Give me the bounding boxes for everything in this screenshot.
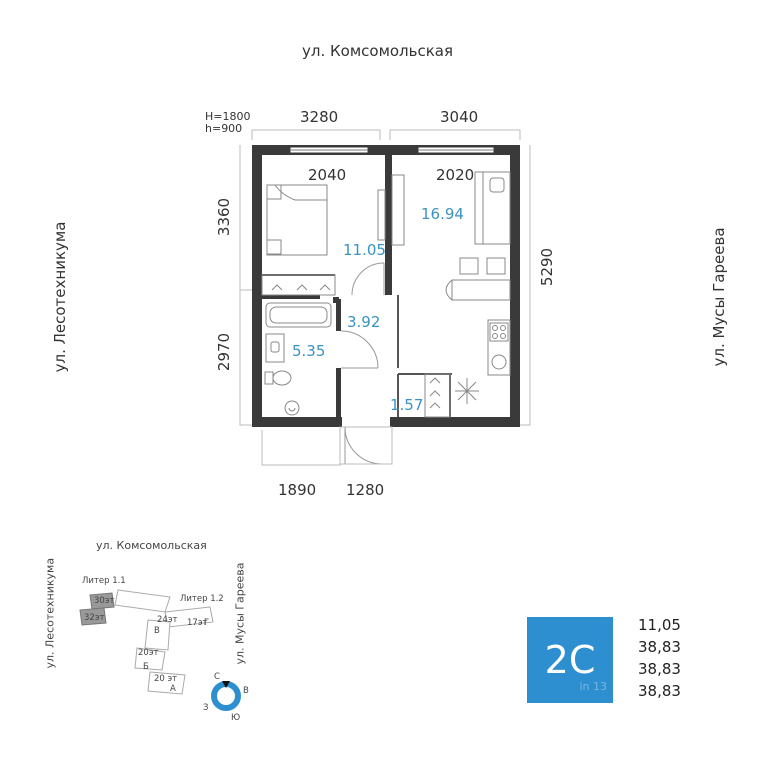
dining-set bbox=[445, 257, 511, 301]
compass-west: З bbox=[203, 703, 209, 713]
site-street-left: ул. Лесотехникума bbox=[43, 557, 57, 669]
site-street-right: ул. Мусы Гареева bbox=[233, 562, 247, 665]
site-liter-1-1: Литер 1.1 bbox=[82, 576, 126, 586]
site-block-v: В bbox=[154, 626, 160, 636]
area-bath: 5.35 bbox=[292, 342, 326, 360]
apartment-type-badge: 2С in 13 bbox=[527, 617, 613, 703]
site-floors-20b: 20 эт bbox=[154, 674, 178, 684]
site-highlight bbox=[79, 592, 115, 626]
area-value-1: 11,05 bbox=[638, 616, 681, 634]
site-street-top: ул. Комсомольская bbox=[96, 539, 207, 552]
compass-south: Ю bbox=[231, 713, 241, 723]
site-buildings bbox=[114, 589, 214, 695]
dim-living-width: 2020 bbox=[436, 166, 475, 184]
sofa bbox=[474, 171, 511, 245]
dimension-lines bbox=[239, 129, 531, 466]
window-height-low: h=900 bbox=[205, 122, 243, 135]
bath-fixtures bbox=[264, 302, 332, 416]
areas-list: 11,05 38,83 38,83 38,83 bbox=[638, 614, 681, 702]
dim-top-left: 3280 bbox=[300, 108, 339, 126]
entry-step bbox=[339, 426, 393, 465]
dim-bedroom-width: 2040 bbox=[308, 166, 347, 184]
area-bedroom: 11.05 bbox=[343, 241, 386, 259]
compass-north: С bbox=[214, 672, 220, 682]
compass-east: В bbox=[243, 686, 249, 696]
window-note: H=1800 h=900 bbox=[205, 111, 250, 135]
site-floors-30: 30эт bbox=[94, 596, 115, 606]
site-block-g: Г bbox=[204, 618, 210, 628]
site-floors-32: 32эт bbox=[84, 613, 105, 623]
storage-items bbox=[424, 373, 479, 418]
area-value-2: 38,83 bbox=[638, 638, 681, 656]
badge-watermark: in 13 bbox=[579, 680, 607, 693]
area-living: 16.94 bbox=[421, 205, 464, 223]
site-floors-17: 17эт bbox=[187, 618, 208, 628]
area-value-4: 38,83 bbox=[638, 682, 681, 700]
area-value-3: 38,83 bbox=[638, 660, 681, 678]
apartment-type-label: 2С bbox=[544, 638, 596, 682]
area-hall: 3.92 bbox=[347, 313, 381, 331]
street-top: ул. Комсомольская bbox=[302, 42, 454, 60]
dim-top-right: 3040 bbox=[440, 108, 479, 126]
kitchen bbox=[487, 319, 511, 376]
compass-ring bbox=[211, 681, 241, 711]
area-storage: 1.57 bbox=[390, 396, 424, 414]
site-block-b: Б bbox=[143, 662, 149, 672]
doors bbox=[340, 262, 385, 465]
dim-bottom-right: 1280 bbox=[346, 481, 385, 499]
window-height-high: H=1800 bbox=[205, 110, 251, 123]
dim-bottom-left: 1890 bbox=[278, 481, 317, 499]
closet bbox=[261, 274, 336, 296]
bedroom-cabinet bbox=[377, 189, 386, 241]
site-floors-24: 24эт bbox=[157, 615, 178, 625]
bed bbox=[266, 184, 328, 256]
tv-unit bbox=[391, 174, 405, 246]
site-liter-1-2: Литер 1.2 bbox=[180, 594, 224, 604]
site-block-a: А bbox=[170, 684, 176, 694]
site-floors-20a: 20эт bbox=[138, 648, 159, 658]
